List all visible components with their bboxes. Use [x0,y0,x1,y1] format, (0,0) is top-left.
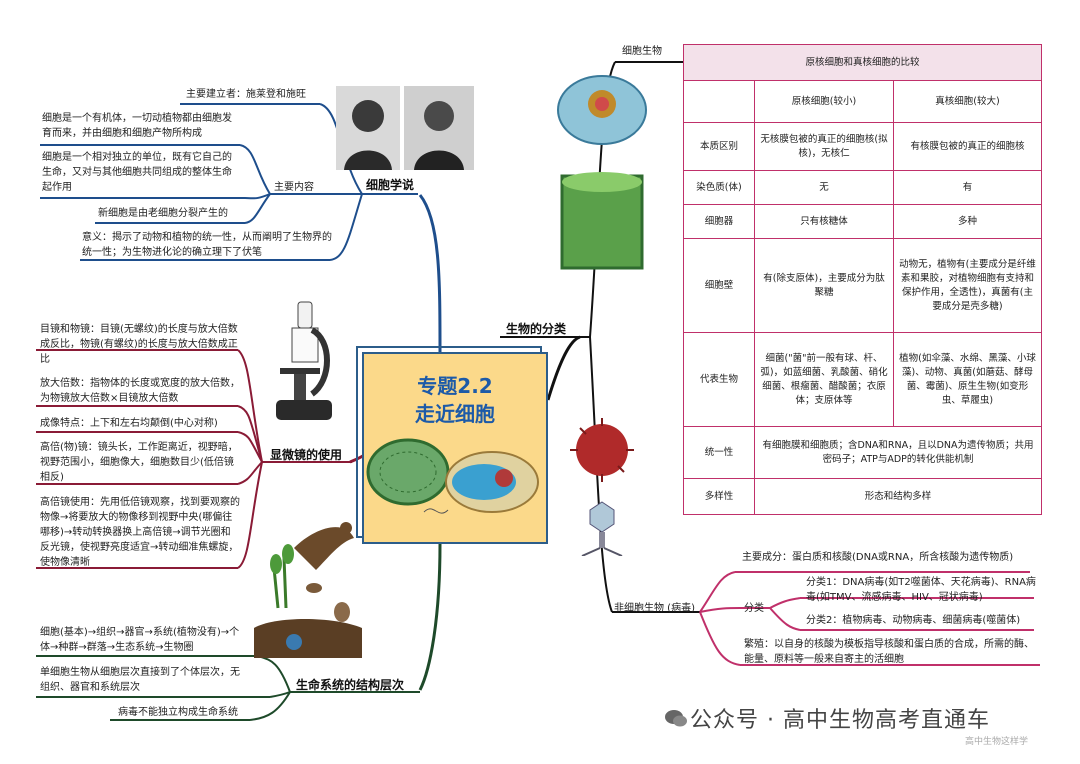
cell-theory-content-2: 细胞是一个相对独立的单位，既有它自己的生命，又对与其他细胞共同组成的整体生命起作… [42,152,232,193]
cell-eukaryote-cell-wall: 动物无，植物有(主要成分是纤维素和果胶，对植物细胞有支持和保护作用，全透性)，真… [893,238,1042,333]
cell-models-image [557,75,647,270]
row-label-unity: 统一性 [683,426,755,479]
cell-prokaryote-chromatin: 无 [754,170,894,205]
cell-prokaryote-cell-wall: 有(除支原体)，主要成分为肽聚糖 [754,238,894,333]
cell-theory-content-3: 新细胞是由老细胞分裂产生的 [98,208,228,219]
branch-microscope: 显微镜的使用 [270,448,343,462]
ecosystem-image [254,522,362,658]
cell-prokaryote-organelles: 只有核糖体 [754,204,894,239]
virus-class-label: 分类 [744,603,764,614]
row-label-representatives: 代表生物 [683,332,755,427]
center-title-line-2: 走近细胞 [415,402,495,426]
scientist-portraits-image [336,86,474,170]
row-label-chromatin: 染色质(体) [683,170,755,205]
virus-reproduction: 繁殖：以自身的核酸为模板指导核酸和蛋白质的合成，所需的酶、能量、原料等一般来自寄… [744,639,1034,665]
branch-levels: 生命系统的结构层次 [296,678,405,692]
row-label-cell-wall: 细胞壁 [683,238,755,333]
cell-prokaryote-representatives: 细菌("菌"前一般有球、杆、弧)，如蓝细菌、乳酸菌、硝化细菌、根瘤菌、醋酸菌；衣… [754,332,894,427]
levels-virus: 病毒不能独立构成生命系统 [118,707,238,718]
virus-composition: 主要成分：蛋白质和核酸(DNA或RNA，所含核酸为遗传物质) [742,552,1014,563]
virus-images [570,418,634,556]
microscope-usage: 高倍镜使用：先用低倍镜观察，找到要观察的物像→将要放大的物像移到视野中央(哪偏往… [40,497,240,568]
branch-cell-theory: 细胞学说 [366,178,415,192]
cell-theory-founders: 主要建立者：施莱登和施旺 [186,89,306,100]
microscope-lens: 目镜和物镜：目镜(无螺纹)的长度与放大倍数成反比，物镜(有螺纹)的长度与放大倍数… [40,324,238,365]
cell-eukaryote-chromatin: 有 [893,170,1042,205]
cell-theory-significance: 意义：揭示了动物和植物的统一性，从而阐明了生物界的统一性；为生物进化论的确立理下… [82,232,332,258]
branch-classification: 生物的分类 [506,322,567,336]
footer-sub: 高中生物这样学 [965,737,1029,747]
center-title-line-1: 专题2.2 [417,374,493,398]
table-col-eukaryote: 真核细胞(较大) [893,80,1042,123]
cell-theory-main-content-label: 主要内容 [274,182,314,193]
row-label-organelles: 细胞器 [683,204,755,239]
cell-theory-content-1: 细胞是一个有机体，一切动植物都由细胞发育而来，并由细胞和细胞产物所构成 [42,113,232,139]
cell-unity: 有细胞膜和细胞质；含DNA和RNA，且以DNA为遗传物质；共用密码子；ATP与A… [754,426,1042,479]
cells-illustration [366,438,539,514]
table-col-prokaryote: 原核细胞(较小) [754,80,894,123]
cell-eukaryote-representatives: 植物(如伞藻、水绵、黑藻、小球藻)、动物、真菌(如蘑菇、酵母菌、霉菌)、原生生物… [893,332,1042,427]
levels-sequence: 细胞(基本)→组织→器官→系统(植物没有)→个体→种群→群落→生态系统→生物圈 [40,627,240,653]
levels-unicellular: 单细胞生物从细胞层次直接到了个体层次，无组织、器官和系统层次 [40,667,240,693]
microscope-image [276,301,332,420]
row-label-diversity: 多样性 [683,478,755,515]
wechat-icon [665,710,687,727]
noncellular-organisms-label: 非细胞生物 (病毒) [614,603,695,614]
cell-diversity: 形态和结构多样 [754,478,1042,515]
comparison-table: 原核细胞和真核细胞的比较 原核细胞(较小) 真核细胞(较大) 本质区别 无核膜包… [683,44,1042,515]
microscope-imaging: 成像特点：上下和左右均颠倒(中心对称) [40,418,218,429]
table-corner-cell [683,80,755,123]
table-title: 原核细胞和真核细胞的比较 [683,44,1042,81]
virus-class-2: 分类2：植物病毒、动物病毒、细菌病毒(噬菌体) [806,615,1021,626]
microscope-magnification: 放大倍数：指物体的长度或宽度的放大倍数，为物镜放大倍数×目镜放大倍数 [40,378,240,404]
footer-brand: 公众号 · 高中生物高考直通车 [690,708,990,733]
cell-prokaryote-essence: 无核膜包被的真正的细胞核(拟核)，无核仁 [754,122,894,171]
virus-class-1: 分类1：DNA病毒(如T2噬菌体、天花病毒)、RNA病毒(如TMV、流感病毒、H… [806,577,1036,603]
cell-eukaryote-organelles: 多种 [893,204,1042,239]
row-label-essence: 本质区别 [683,122,755,171]
microscope-high-power: 高倍(物)镜：镜头长，工作距离近，视野暗，视野范围小，细胞像大，细胞数目少(低倍… [40,442,238,483]
cellular-organisms-label: 细胞生物 [622,46,662,57]
cell-eukaryote-essence: 有核膜包被的真正的细胞核 [893,122,1042,171]
center-topic-box: 专题2.2 走近细胞 [362,352,548,544]
